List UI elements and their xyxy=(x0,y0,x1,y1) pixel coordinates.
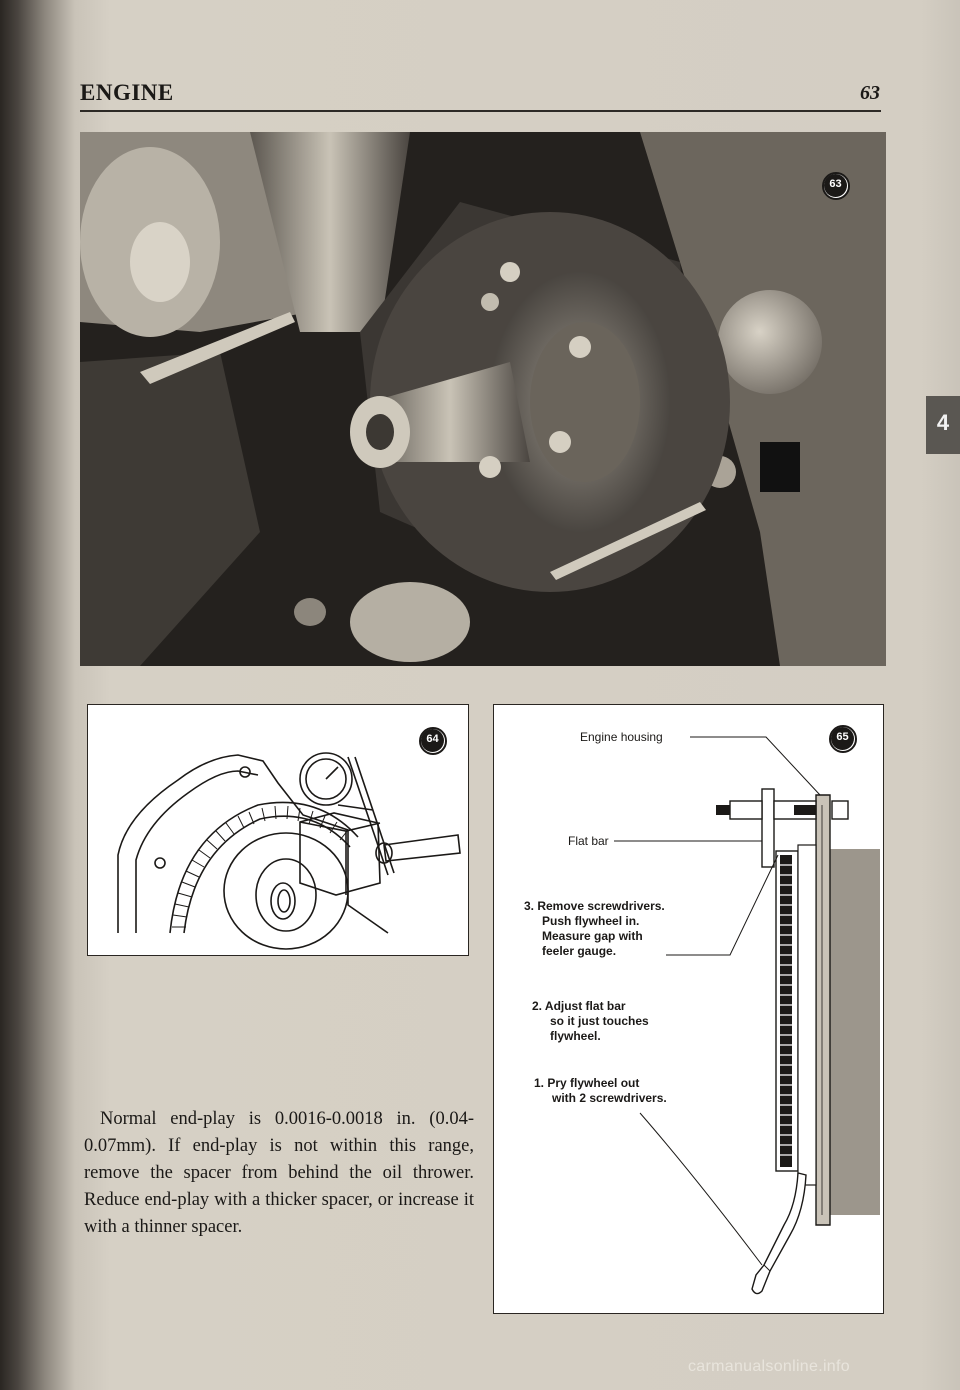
engine-photo-illustration xyxy=(80,132,886,666)
figure-65-badge: 65 xyxy=(829,725,857,753)
figure-64: 64 xyxy=(87,704,469,956)
chapter-tab-number: 4 xyxy=(936,410,950,435)
body-paragraph: Normal end-play is 0.0016-0.0018 in. (0.… xyxy=(84,1109,474,1237)
figure-64-badge: 64 xyxy=(419,727,447,755)
dial-indicator-drawing xyxy=(117,752,461,950)
page-number: 63 xyxy=(860,82,880,104)
chapter-tab: 4 xyxy=(926,396,960,454)
watermark: carmanualsonline.info xyxy=(688,1358,850,1375)
label-engine-housing: Engine housing xyxy=(580,730,663,744)
label-step-1: 1. Pry flywheel out with 2 screwdrivers. xyxy=(534,1076,667,1105)
label-step-3: 3. Remove screwdrivers. Push flywheel in… xyxy=(524,899,665,958)
figure-65: Engine housing Flat bar 3. Remove screwd… xyxy=(493,704,884,1314)
page-edge-shade xyxy=(920,0,960,1390)
label-step-2: 2. Adjust flat bar so it just touches fl… xyxy=(532,999,649,1043)
label-flat-bar: Flat bar xyxy=(568,834,609,848)
figure-63-badge: 63 xyxy=(822,172,850,200)
figure-63-photo: 63 xyxy=(80,132,886,666)
header-rule xyxy=(80,110,881,112)
chapter-title: ENGINE xyxy=(80,80,174,105)
end-play-measurement-drawing xyxy=(614,736,880,1295)
running-head: ENGINE 63 xyxy=(80,76,880,110)
